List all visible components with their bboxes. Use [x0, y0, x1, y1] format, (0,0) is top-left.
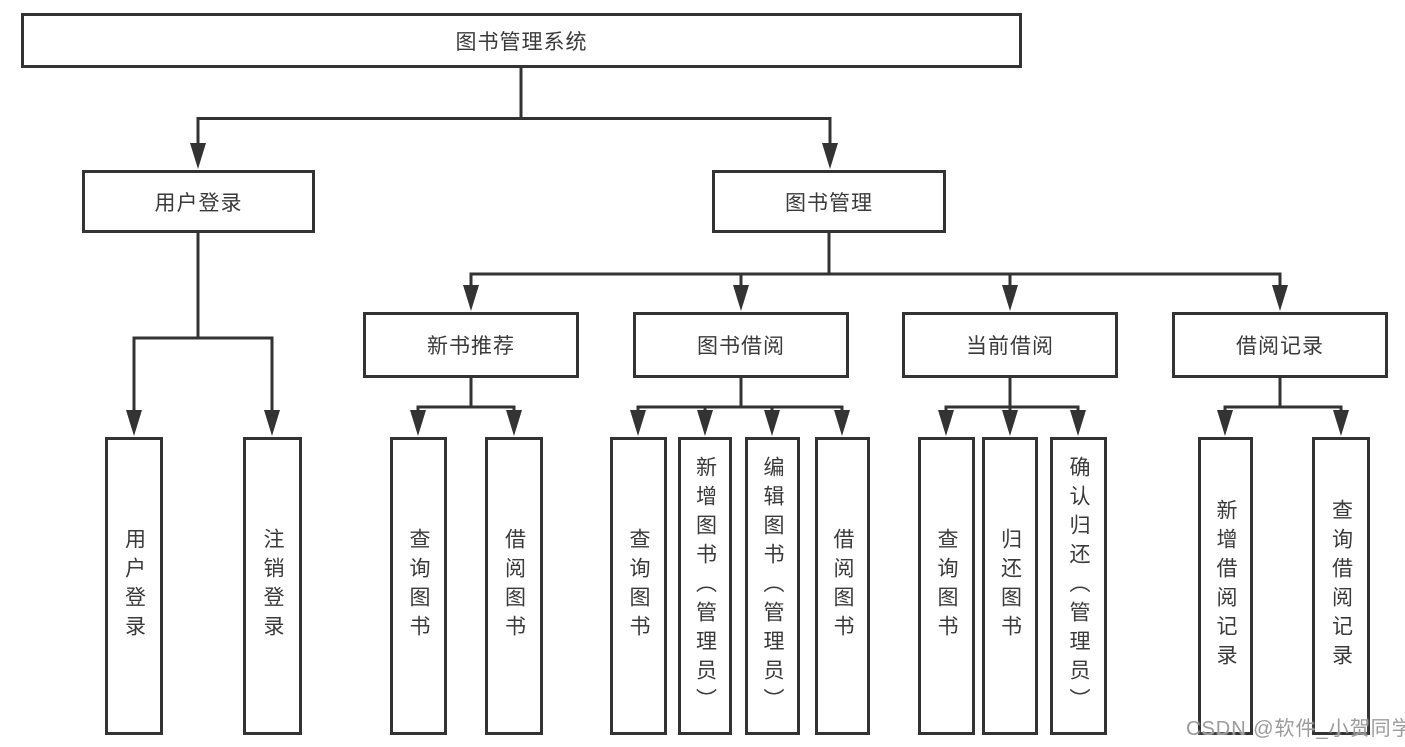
leaf-confirm-return-admin: 确认归还（管理员）	[1050, 437, 1107, 735]
node-label: 编辑图书（管理员）	[761, 455, 784, 717]
node-label: 确认归还（管理员）	[1067, 455, 1090, 717]
node-label: 新书推荐	[427, 335, 515, 358]
leaf-user-login: 用户登录	[105, 437, 163, 735]
leaf-logout: 注销登录	[243, 437, 302, 735]
leaf-query-books-current: 查询图书	[918, 437, 975, 735]
leaf-query-borrow-record: 查询借阅记录	[1312, 437, 1370, 735]
node-borrow-records: 借阅记录	[1172, 312, 1388, 378]
node-label: 用户登录	[122, 528, 146, 644]
node-label: 用户登录	[154, 191, 243, 215]
csdn-watermark: CSDN @软件_小贺同学	[1186, 718, 1405, 740]
leaf-edit-book-admin: 编辑图书（管理员）	[745, 437, 800, 735]
node-label: 注销登录	[261, 528, 284, 644]
connector-new-book-recommend-children	[410, 378, 522, 436]
leaf-borrow-books-recommend: 借阅图书	[485, 437, 543, 735]
connector-borrow-records-children	[1217, 378, 1349, 436]
node-label: 当前借阅	[966, 335, 1054, 358]
leaf-return-book: 归还图书	[982, 437, 1038, 735]
connector-current-borrow-children	[938, 378, 1086, 436]
leaf-borrow-books: 借阅图书	[815, 437, 870, 735]
connector-root-to-level2	[190, 68, 838, 169]
node-label: 归还图书	[998, 528, 1022, 644]
leaf-query-books-borrow: 查询图书	[610, 437, 667, 735]
leaf-add-borrow-record: 新增借阅记录	[1198, 437, 1253, 735]
node-label: 查询借阅记录	[1329, 499, 1353, 673]
node-label: 查询图书	[407, 528, 430, 644]
node-book-management: 图书管理	[712, 170, 946, 233]
node-label: 借阅图书	[831, 528, 854, 644]
node-label: 图书管理系统	[455, 30, 588, 54]
node-current-borrow: 当前借阅	[902, 312, 1118, 378]
leaf-query-books-recommend: 查询图书	[390, 437, 447, 735]
node-book-borrow: 图书借阅	[633, 312, 849, 378]
node-label: 查询图书	[935, 528, 958, 644]
node-user-login: 用户登录	[82, 170, 315, 233]
node-label: 查询图书	[627, 528, 650, 644]
node-label: 图书借阅	[697, 335, 785, 358]
connector-book-management-children	[463, 233, 1288, 311]
node-label: 图书管理	[785, 191, 873, 215]
leaf-add-book-admin: 新增图书（管理员）	[678, 437, 732, 735]
connector-book-borrow-children	[630, 378, 850, 436]
node-label: 借阅记录	[1236, 335, 1324, 358]
node-label: 借阅图书	[502, 528, 526, 644]
node-new-book-recommend: 新书推荐	[363, 312, 579, 378]
connector-user-login-children	[126, 233, 280, 436]
node-label: 新增借阅记录	[1214, 499, 1237, 673]
node-root-library-system: 图书管理系统	[21, 13, 1022, 68]
node-label: 新增图书（管理员）	[693, 455, 717, 717]
